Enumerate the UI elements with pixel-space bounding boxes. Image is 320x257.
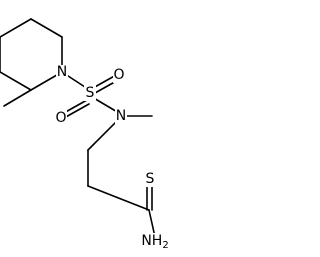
bond-s-o-left-b [63, 103, 90, 119]
bond-ring-c2-c3 [0, 18, 32, 38]
atom-sulfonyl-sulfur: S [86, 85, 95, 101]
bond-ch2-thiocarbon [87, 185, 150, 211]
atom-thione-sulfur: S [146, 171, 155, 187]
bond-ring-methyl [3, 89, 32, 107]
atom-sulfonyl-oxygen-right: O [113, 67, 124, 83]
bond-ring-c4-c5 [0, 71, 32, 91]
bond-sulfur-amine-n [91, 96, 120, 114]
piperidine-ring [0, 18, 63, 91]
bond-ring-c1-c2 [30, 18, 63, 38]
chemical-structure-diagram: N S O O N S NH2 [0, 18, 170, 251]
atom-labels: N S O O N S NH2 [55, 64, 170, 251]
atom-ring-nitrogen: N [57, 64, 67, 80]
atom-sulfonyl-oxygen-left: O [55, 110, 66, 126]
propanethioamide-chain [87, 115, 156, 238]
atom-amide-nh2: NH2 [141, 233, 168, 251]
atom-amine-nitrogen: N [116, 108, 126, 124]
bond-thiocarbon-nh2 [148, 209, 156, 238]
